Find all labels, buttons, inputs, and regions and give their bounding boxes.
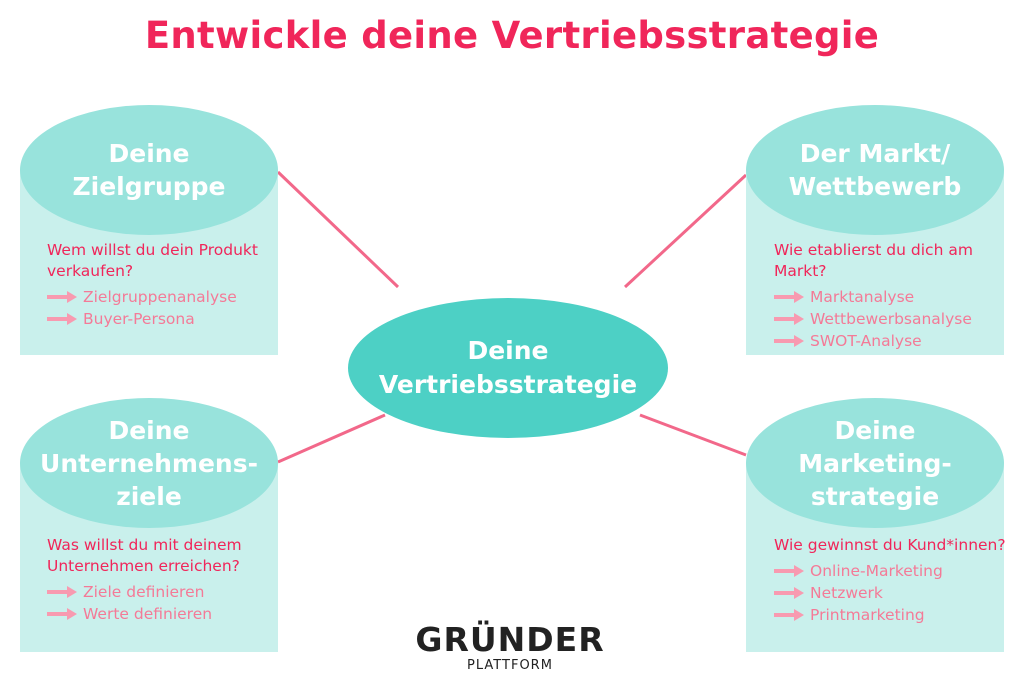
logo: GRÜNDER PLATTFORM [415,620,605,674]
arrow-right-icon [774,565,804,577]
connector-line [623,173,748,289]
list-item: Marktanalyse [774,286,1014,308]
arrow-right-icon [47,291,77,303]
list-item: Printmarketing [774,604,1014,626]
page-title: Entwickle deine Vertriebsstrategie [144,14,880,57]
list-item: Buyer-Persona [47,308,287,330]
node-question: Wie etablierst du dich am Markt? [774,241,973,280]
node-question: Wie gewinnst du Kund*innen? [774,536,1006,554]
list-item: Ziele definieren [47,581,287,603]
arrow-right-icon [774,291,804,303]
list-item: Online-Marketing [774,560,1014,582]
arrow-right-icon [47,608,77,620]
node-question: Wem willst du dein Produkt verkaufen? [47,241,258,280]
node-content: Wie etablierst du dich am Markt? Marktan… [774,240,1014,352]
arrow-right-icon [774,587,804,599]
list-item: SWOT-Analyse [774,330,1014,352]
connector-line [639,413,747,457]
node-question: Was willst du mit deinem Unternehmen err… [47,536,242,575]
list-item: Netzwerk [774,582,1014,604]
arrow-right-icon [47,313,77,325]
logo-sub: PLATTFORM [467,658,553,673]
node-heading-markt: Der Markt/Wettbewerb [746,105,1004,235]
logo-main: GRÜNDER [415,620,605,659]
arrow-right-icon [774,335,804,347]
arrow-right-icon [774,313,804,325]
list-item: Wettbewerbsanalyse [774,308,1014,330]
list-item: Zielgruppenanalyse [47,286,287,308]
list-item: Werte definieren [47,603,287,625]
node-content: Wie gewinnst du Kund*innen? Online-Marke… [774,535,1014,626]
connector-line [277,413,386,464]
arrow-right-icon [774,609,804,621]
arrow-right-icon [47,586,77,598]
connector-line [276,170,400,289]
node-content: Was willst du mit deinem Unternehmen err… [47,535,287,625]
node-content: Wem willst du dein Produkt verkaufen? Zi… [47,240,287,330]
